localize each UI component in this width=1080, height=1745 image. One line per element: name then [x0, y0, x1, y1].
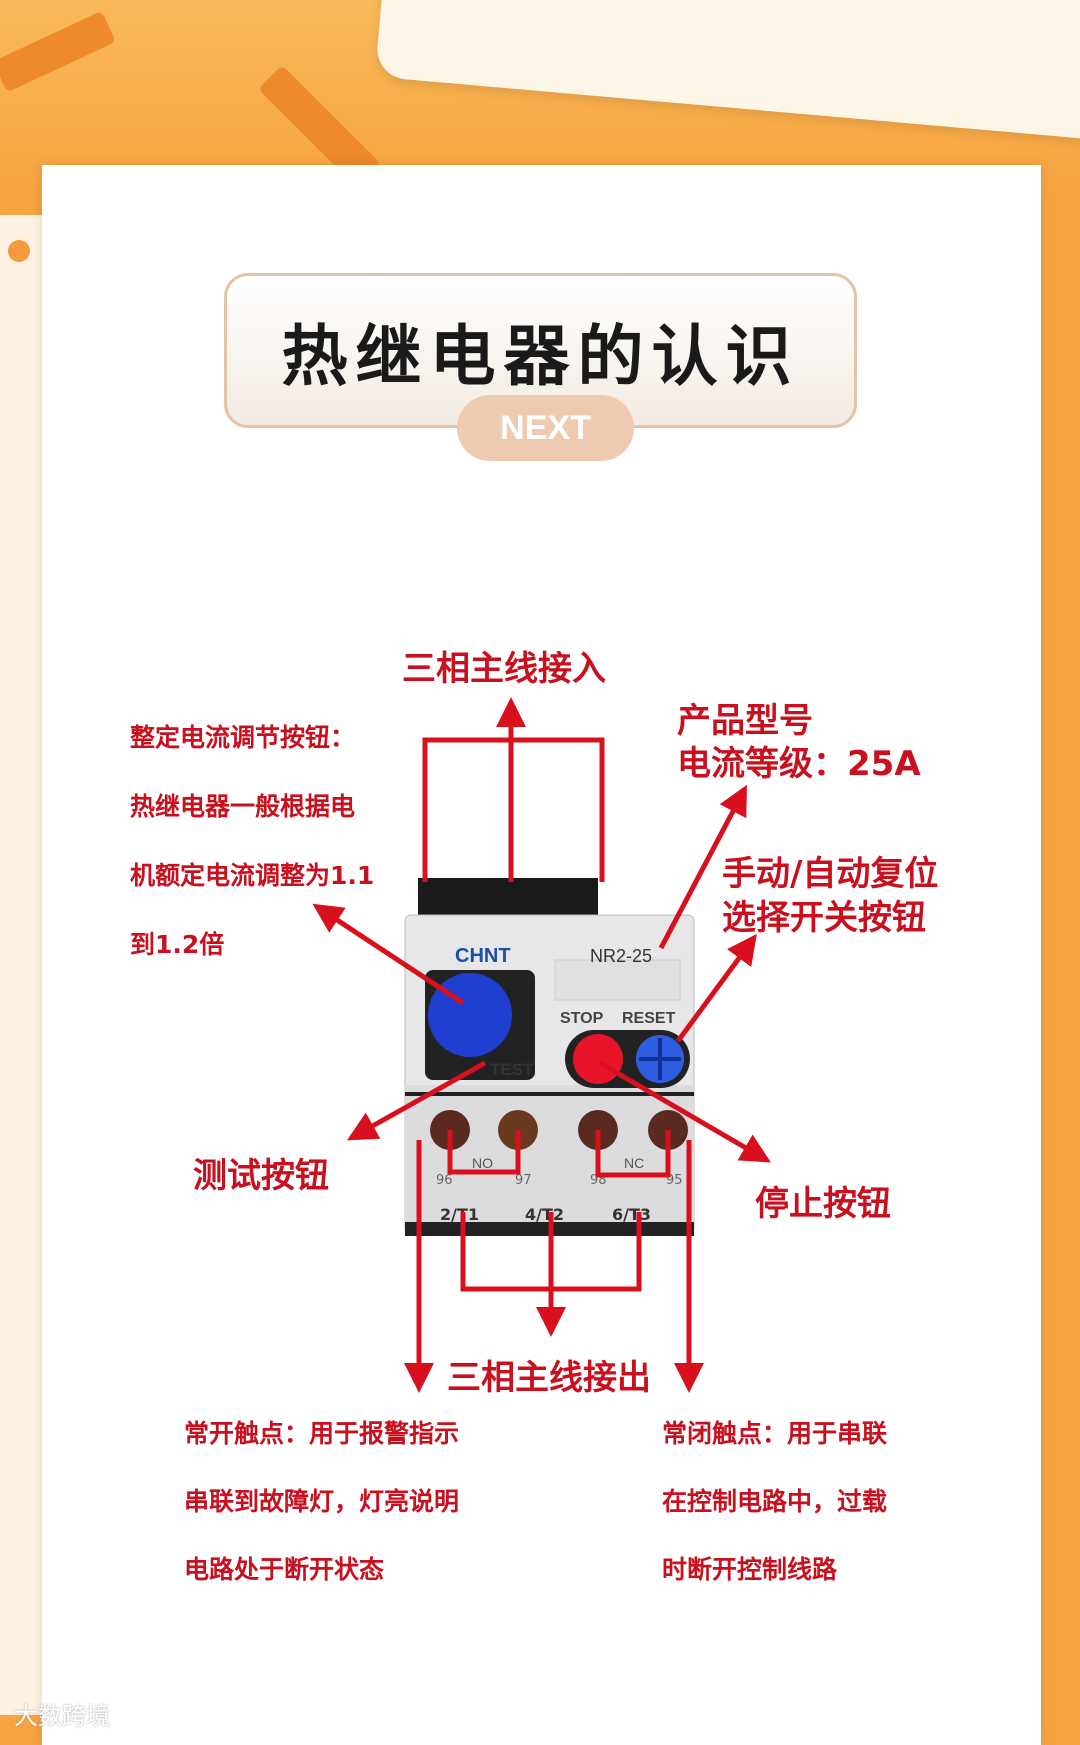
nc-contact-arrow	[595, 1130, 689, 1378]
terminal-label: 4/T2	[525, 1205, 564, 1224]
model-label: NR2-25	[590, 946, 652, 966]
model-label-line: 电流等级：25A	[677, 744, 921, 784]
reset-label-line: 选择开关按钮	[722, 898, 926, 938]
no-contact-line: 常开触点：用于报警指示	[184, 1419, 460, 1448]
dot-decoration	[8, 240, 30, 262]
reset-label: RESET	[622, 1010, 676, 1027]
pin-label: 97	[515, 1173, 532, 1188]
nc-contact-line: 在控制电路中，过载	[662, 1487, 888, 1516]
thermal-relay-device: CHNT NR2-25 STOP RESET TEST NO NC 96 97 …	[404, 878, 695, 1236]
terminal-label: 2/T1	[440, 1205, 479, 1224]
brand-label: CHNT	[455, 945, 511, 967]
stop-button-graphic	[573, 1034, 623, 1084]
model-label-line: 产品型号	[677, 701, 813, 741]
test-label: 测试按钮	[193, 1156, 329, 1196]
stop-label: 停止按钮	[755, 1184, 891, 1224]
reset-label-line: 手动/自动复位	[722, 854, 939, 894]
stop-label: STOP	[560, 1010, 604, 1027]
pin-label: 96	[436, 1173, 453, 1188]
no-label: NO	[472, 1155, 493, 1171]
no-contact-line: 串联到故障灯，灯亮说明	[184, 1487, 460, 1516]
terminal-label: 6/T3	[612, 1205, 651, 1224]
reset-arrow	[675, 933, 757, 1043]
test-arrow	[346, 1060, 487, 1141]
watermark: 大数跨境	[14, 1702, 110, 1730]
nc-contact-line: 时断开控制线路	[662, 1555, 838, 1584]
input-bracket	[422, 737, 605, 882]
next-button[interactable]: NEXT	[457, 395, 634, 461]
page-title: 热继电器的认识	[281, 316, 800, 395]
model-arrow	[658, 784, 747, 950]
test-label: TEST	[490, 1060, 534, 1079]
setting-label-line: 机额定电流调整为1.1	[130, 861, 375, 890]
annotation-arrows	[312, 697, 771, 1378]
setting-arrow	[312, 903, 465, 1006]
input-label: 三相主线接入	[402, 649, 606, 689]
setting-label-line: 热继电器一般根据电	[130, 792, 356, 821]
no-contact-arrow	[419, 1130, 521, 1378]
setting-label-line: 到1.2倍	[130, 930, 225, 959]
nc-label: NC	[624, 1155, 644, 1171]
setting-label-line: 整定电流调节按钮：	[130, 723, 356, 752]
output-label: 三相主线接出	[447, 1358, 651, 1398]
stop-arrow	[598, 1060, 771, 1163]
no-contact-line: 电路处于断开状态	[184, 1555, 385, 1584]
nc-contact-line: 常闭触点：用于串联	[662, 1419, 888, 1448]
